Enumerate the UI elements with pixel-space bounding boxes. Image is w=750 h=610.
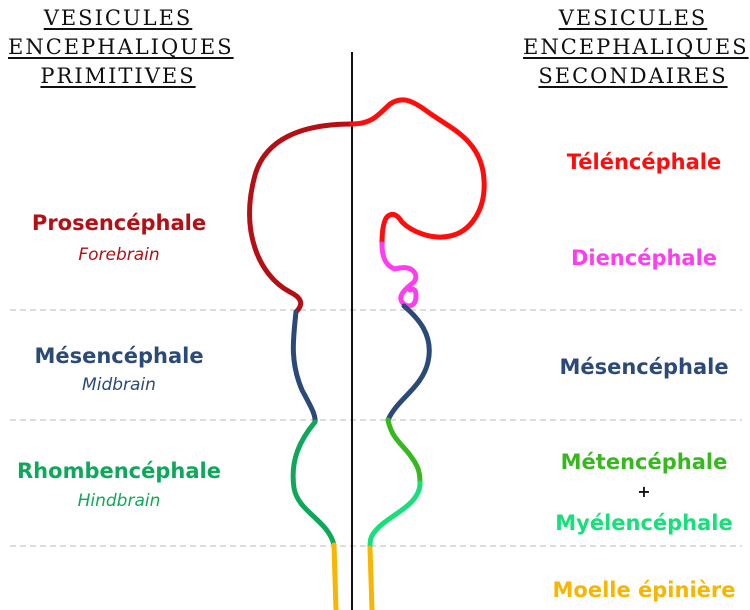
label-metencephale: Métencéphale — [538, 450, 750, 474]
left-mesencephale-outline — [293, 312, 315, 422]
left-moelle-outline — [334, 545, 336, 610]
label-moelle-epiniere: Moelle épinière — [538, 578, 750, 602]
right-metencephale-outline — [388, 420, 420, 483]
label-diencephale: Diencéphale — [538, 246, 750, 270]
label-rhombencephale: Rhombencéphale — [0, 459, 238, 483]
label-mesencephale-secondary: Mésencéphale — [538, 355, 750, 379]
right-moelle-outline — [370, 548, 372, 610]
label-mesencephale-primary: Mésencéphale — [0, 344, 238, 368]
label-plus: + — [538, 482, 750, 501]
label-midbrain: Midbrain — [0, 375, 238, 395]
right-telencephale-outline — [352, 100, 484, 244]
label-hindbrain: Hindbrain — [0, 491, 238, 511]
label-telencephale: Téléncéphale — [538, 150, 750, 174]
right-mesencephale-outline — [388, 306, 429, 420]
label-myelencephale: Myélencéphale — [538, 511, 750, 535]
right-myelencephale-outline — [370, 483, 420, 548]
right-diencephale-outline — [382, 244, 416, 306]
left-prosencephale-outline — [250, 124, 352, 312]
left-rhombencephale-outline — [293, 422, 334, 545]
label-prosencephale: Prosencéphale — [0, 211, 238, 235]
label-forebrain: Forebrain — [0, 245, 238, 265]
